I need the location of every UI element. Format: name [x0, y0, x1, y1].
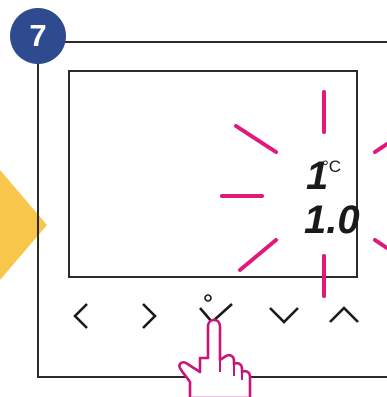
chevron-right-icon: [131, 298, 167, 334]
chevron-down-icon: [266, 296, 302, 332]
down-button[interactable]: [266, 296, 302, 332]
up-button[interactable]: [326, 296, 362, 332]
check-icon: [196, 292, 236, 332]
right-button[interactable]: [131, 298, 167, 334]
lcd-value: 1.0: [304, 200, 360, 240]
step-badge: 7: [10, 8, 66, 64]
chevron-up-icon: [326, 296, 362, 332]
confirm-button[interactable]: [196, 292, 232, 328]
left-button[interactable]: [63, 298, 99, 334]
temperature-unit: °C: [322, 158, 341, 175]
chevron-left-icon: [63, 298, 99, 334]
